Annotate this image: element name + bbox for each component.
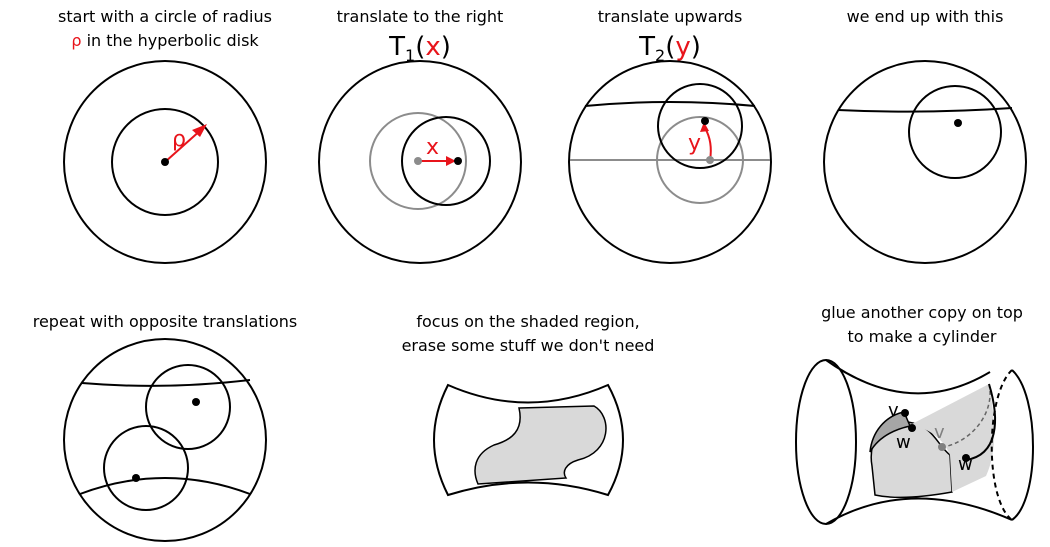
old-center-point: [706, 156, 714, 164]
caption-7-line-2: to make a cylinder: [848, 327, 997, 346]
ghost-circle: [656, 116, 744, 204]
panel-cylinder: glue another copy on top to make a cylin…: [795, 303, 1034, 525]
panel-translate-right: translate to the right T1(x) x: [318, 7, 522, 264]
label-v-back: v: [934, 422, 945, 443]
caption-1-line-2: ρ in the hyperbolic disk: [71, 31, 259, 50]
caption-6-line-1: focus on the shaded region,: [416, 312, 639, 331]
hyperbolic-disk: [568, 60, 772, 264]
new-center-point: [454, 157, 462, 165]
rho-symbol: ρ: [71, 31, 81, 50]
fundamental-region: [433, 383, 624, 497]
point-v-back: [938, 443, 946, 451]
rho-label: ρ: [172, 127, 186, 152]
dark-overlap-patch: [869, 411, 912, 453]
point-w-front: [908, 424, 916, 432]
panel-result: we end up with this: [823, 7, 1027, 264]
radius-arrowhead: [192, 124, 207, 137]
formula-t2: T2(y): [638, 32, 701, 65]
upper-geodesic: [81, 379, 251, 387]
old-center-point: [414, 157, 422, 165]
caption-3: translate upwards: [598, 7, 743, 26]
bottom-silhouette: [825, 497, 1013, 525]
hyperbolic-disk: [823, 60, 1027, 264]
x-label: x: [426, 135, 439, 160]
caption-2: translate to the right: [337, 7, 504, 26]
caption-1-line-1: start with a circle of radius: [58, 7, 272, 26]
new-center-point: [701, 117, 709, 125]
caption-5: repeat with opposite translations: [33, 312, 298, 331]
label-w-front: w: [896, 432, 911, 453]
circle-radius-rho: [111, 108, 219, 216]
translation-arrowhead-x: [446, 156, 456, 166]
upper-point: [192, 398, 200, 406]
lower-geodesic: [79, 477, 251, 495]
label-w-back: w: [958, 454, 973, 475]
formula-t1: T1(x): [388, 32, 451, 65]
hyperbolic-disk: [63, 338, 267, 542]
shaded-region: [474, 405, 607, 485]
center-point: [161, 158, 169, 166]
point-w-back: [962, 454, 970, 462]
right-end-cap-back: [990, 369, 1013, 521]
original-circle-ghost: [369, 112, 467, 210]
hidden-geodesic: [943, 383, 991, 448]
translated-circle: [657, 83, 743, 169]
panel-translate-up: translate upwards T2(y) y: [568, 7, 772, 264]
geodesic: [837, 107, 1013, 113]
hyperbolic-disk: [318, 60, 522, 264]
center-point: [954, 119, 962, 127]
panel-repeat: repeat with opposite translations: [33, 312, 298, 542]
translation-arrowhead-y: [700, 122, 709, 132]
translation-arrow-y: [704, 127, 712, 161]
right-end-cap-front: [1011, 369, 1034, 521]
translated-geodesic: [584, 101, 756, 107]
panel-start: start with a circle of radius ρ in the h…: [58, 7, 272, 264]
lower-point: [132, 474, 140, 482]
y-label: y: [688, 131, 701, 156]
label-v-front: v: [888, 400, 899, 421]
translated-circle: [401, 116, 491, 206]
back-shaded-patch: [910, 384, 995, 492]
caption-7-line-1: glue another copy on top: [821, 303, 1023, 322]
translated-circle: [908, 85, 1002, 179]
seam-curve: [965, 383, 997, 461]
panel-focus: focus on the shaded region, erase some s…: [402, 312, 655, 497]
left-end-cap: [795, 359, 857, 525]
hyperbolic-disk: [63, 60, 267, 264]
caption-4: we end up with this: [847, 7, 1004, 26]
lower-circle: [103, 425, 189, 511]
upper-circle: [145, 364, 231, 450]
top-silhouette: [825, 359, 991, 395]
point-v-front: [901, 409, 909, 417]
caption-1-line-2-text: in the hyperbolic disk: [87, 31, 260, 50]
radius-arrow: [164, 128, 203, 163]
caption-6-line-2: erase some stuff we don't need: [402, 336, 655, 355]
